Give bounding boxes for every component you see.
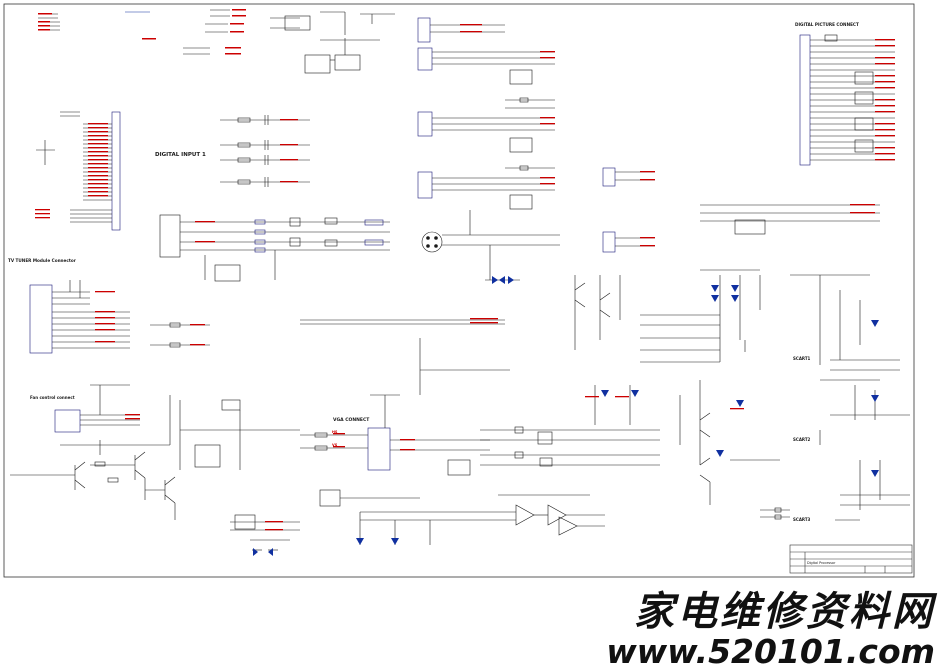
- video-switch-stage: [480, 380, 780, 505]
- section-vga-connect: VGA CONNECT: [333, 417, 370, 423]
- opamp-stage: [359, 494, 605, 545]
- section-digital-picture: DIGITAL PICTURE CONNECT: [795, 22, 859, 27]
- top-left-network: [38, 9, 395, 74]
- vga-hs-label: HS: [332, 430, 338, 434]
- vga-net-labels: [333, 318, 498, 451]
- top-left-net-labels: [38, 9, 246, 55]
- video-switch-net-labels: [585, 396, 744, 410]
- video-switch-diodes: [601, 390, 744, 457]
- audio-mux-net-labels: [195, 221, 215, 243]
- watermark-chinese: 家电维修资料网: [634, 588, 938, 635]
- svideo-connector: [421, 210, 560, 281]
- section-scart3: SCART3: [793, 517, 811, 522]
- digital-input-net-labels: [35, 123, 108, 219]
- drawing-border: [3, 3, 915, 578]
- section-digital-input: DIGITAL INPUT 1: [155, 152, 206, 158]
- audio-mux-block: [159, 214, 390, 282]
- lower-center-circuit: [179, 399, 300, 551]
- right-center-net-labels: [640, 171, 875, 247]
- input-channel-net-labels: [280, 119, 298, 183]
- input-channels: [220, 115, 310, 187]
- tv-tuner-connector: [29, 280, 210, 354]
- tv-tuner-net-labels: [95, 291, 205, 346]
- right-center-connectors: [602, 167, 880, 253]
- opamp-diodes: [356, 538, 399, 545]
- vga-connector: [300, 319, 510, 507]
- fan-control-circuit: [10, 384, 176, 520]
- title-block-frame: [789, 544, 913, 574]
- title-block-title: Digital Processor: [807, 561, 836, 565]
- center-right-drivers: [574, 269, 761, 363]
- section-tv-tuner: TV TUNER Module Connector: [8, 258, 77, 263]
- digital-picture-net-labels: [875, 39, 895, 161]
- section-fan-control: Fan control connect: [30, 395, 75, 400]
- scart-diodes: [871, 320, 879, 477]
- section-scart1: SCART1: [793, 356, 811, 361]
- lower-left-diodes: [253, 548, 273, 556]
- lower-center-net-labels: [265, 521, 283, 531]
- center-signal-blocks: [417, 17, 555, 210]
- fan-control-net-labels: [125, 414, 140, 420]
- section-scart2: SCART2: [793, 437, 811, 442]
- watermark-url: www.520101.com: [606, 632, 935, 671]
- center-signal-net-labels: [460, 24, 555, 185]
- scart-area: [760, 274, 910, 521]
- center-right-diodes: [711, 285, 739, 302]
- svideo-diodes: [492, 276, 514, 284]
- vga-vs-label: VS: [332, 443, 338, 447]
